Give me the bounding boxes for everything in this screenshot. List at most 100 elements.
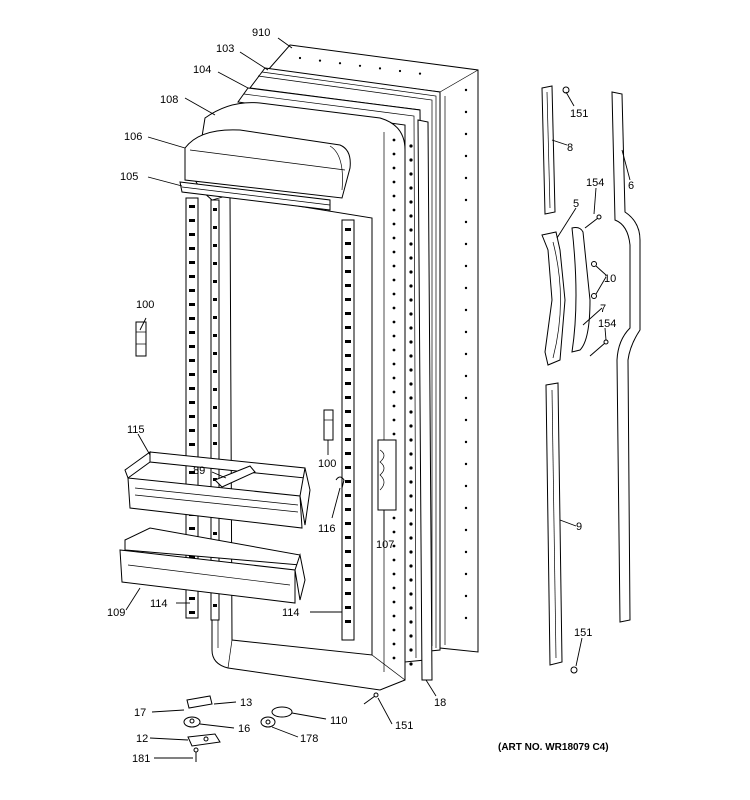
callout-109: 109 [107, 607, 125, 619]
callout-labels: 910 103 104 108 106 105 100 115 89 100 1… [107, 27, 634, 765]
callout-116: 116 [318, 523, 336, 535]
hole-mark [409, 200, 413, 204]
hole-mark [409, 340, 413, 344]
hole-mark [464, 462, 468, 466]
shelf-clip-right [323, 409, 334, 441]
hole-mark [409, 382, 413, 386]
hole-mark [392, 516, 396, 520]
hole-mark [464, 352, 468, 356]
rail-notch [345, 508, 351, 511]
callout-114-left: 114 [150, 598, 168, 610]
clip-116 [335, 476, 345, 489]
hole-mark [392, 418, 396, 422]
rail-notch [345, 270, 351, 273]
hole-mark [464, 198, 468, 202]
hole-mark [392, 348, 396, 352]
rail-notch [345, 340, 351, 343]
callout-89: 89 [193, 465, 205, 477]
hole-mark [392, 152, 396, 156]
shelf-rail-right [341, 219, 355, 641]
hole-mark [464, 572, 468, 576]
hole-mark [464, 374, 468, 378]
hole-mark [464, 110, 468, 114]
hole-mark [464, 440, 468, 444]
hole-mark [409, 284, 413, 288]
hole-mark [392, 180, 396, 184]
hinge-pin-181 [193, 747, 199, 762]
rail-notch [345, 382, 351, 385]
rail-notch [345, 242, 351, 245]
rail-notch [213, 298, 217, 301]
hole-mark [464, 264, 468, 268]
hole-mark [392, 530, 396, 534]
hole-mark [338, 62, 342, 65]
rail-notch [213, 532, 217, 535]
hole-mark [392, 628, 396, 632]
rail-notch [213, 262, 217, 265]
rail-notch [213, 388, 217, 391]
rail-notch [189, 247, 195, 250]
rail-notch [345, 578, 351, 581]
hole-mark [409, 662, 413, 666]
hole-mark [392, 572, 396, 576]
hole-mark [464, 154, 468, 158]
rail-notch [345, 536, 351, 539]
hole-mark [464, 594, 468, 598]
hole-mark [409, 270, 413, 274]
callout-115: 115 [127, 424, 145, 436]
callout-108: 108 [160, 94, 178, 106]
hole-mark [398, 69, 402, 73]
callout-151-top: 151 [570, 108, 588, 120]
rail-notch [345, 550, 351, 553]
hole-mark [409, 438, 413, 442]
rail-notch [345, 424, 351, 427]
callout-17: 17 [134, 707, 146, 719]
rail-notch [345, 368, 351, 371]
hole-mark [392, 614, 396, 618]
hole-mark [409, 172, 413, 176]
hole-mark [392, 600, 396, 604]
rail-notch [213, 226, 217, 229]
hole-mark [409, 186, 413, 190]
rail-notch [345, 522, 351, 525]
hole-mark [392, 376, 396, 380]
callout-103: 103 [216, 43, 234, 55]
rail-notch [345, 564, 351, 567]
hole-mark [464, 550, 468, 554]
rail-notch [189, 345, 195, 348]
dairy-compartment-door [184, 129, 351, 199]
hole-mark [392, 208, 396, 212]
hole-mark [392, 264, 396, 268]
rail-notch [189, 359, 195, 362]
hole-mark [318, 59, 322, 62]
hole-mark [464, 396, 468, 400]
hole-mark [392, 390, 396, 394]
hole-mark [409, 508, 413, 512]
hole-mark [409, 396, 413, 400]
hole-mark [464, 308, 468, 312]
rail-notch [213, 424, 217, 427]
hole-mark [392, 362, 396, 366]
callout-100-left: 100 [136, 299, 154, 311]
rail-notch [213, 604, 217, 607]
hole-mark [409, 564, 413, 568]
rail-notch [213, 370, 217, 373]
rail-notch [189, 555, 195, 558]
door-strip [417, 119, 433, 681]
rail-notch [189, 275, 195, 278]
screw-154-top [584, 214, 602, 229]
rail-notch [189, 373, 195, 376]
hole-mark [409, 256, 413, 260]
hole-mark [464, 220, 468, 224]
hole-mark [464, 132, 468, 136]
screw-10 [591, 261, 597, 299]
rail-notch [189, 387, 195, 390]
hinge-12 [187, 733, 221, 747]
callout-10: 10 [604, 273, 616, 285]
hole-mark [464, 418, 468, 422]
hole-mark [298, 56, 302, 60]
callout-154-top: 154 [586, 177, 604, 189]
rail-notch [189, 429, 195, 432]
hole-mark [409, 494, 413, 498]
